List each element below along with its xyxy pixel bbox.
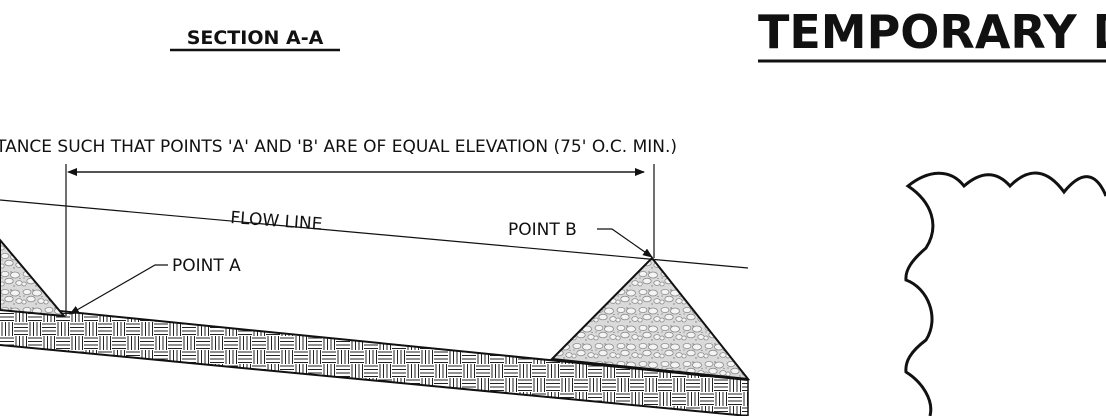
point-a-label: POINT A [172, 256, 241, 276]
sheet-title: TEMPORARY D [758, 5, 1106, 59]
flow-line [0, 199, 749, 269]
flow-line-label: FLOW LINE [230, 208, 323, 235]
check-dam-left [0, 238, 67, 318]
point-b-label: POINT B [508, 220, 577, 240]
check-dam-right [549, 256, 751, 381]
point-a-leader [69, 264, 168, 315]
section-heading: SECTION A-A [187, 27, 324, 49]
channel-bottom-line [0, 344, 749, 416]
revision-cloud [904, 171, 1106, 416]
spacing-note: TANCE SUCH THAT POINTS 'A' AND 'B' ARE O… [0, 137, 677, 157]
point-b-leader [597, 228, 653, 258]
channel-top-line [0, 304, 749, 381]
